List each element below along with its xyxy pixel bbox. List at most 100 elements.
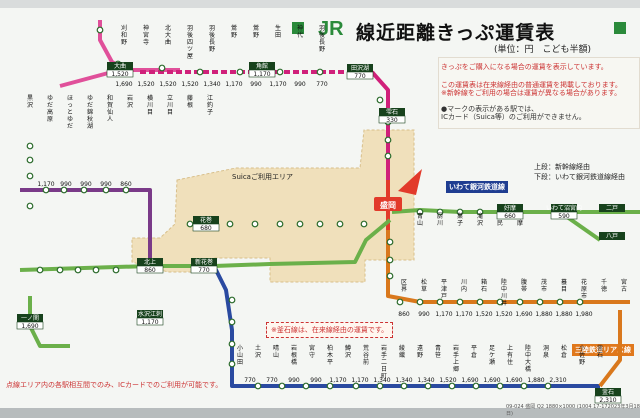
yamada-station-name-char: 目: [561, 286, 567, 293]
left-station-name-char: 川: [147, 102, 153, 109]
left-station-name-char: 横: [147, 94, 153, 102]
bottom-frame: [0, 408, 640, 418]
yamada-station-name: 蟇目: [561, 278, 567, 293]
kamaishi-station-name-char: 郷: [453, 365, 459, 373]
station-dot: [556, 298, 564, 306]
kamaishi-station-name: 小佐野: [579, 344, 585, 366]
station-name-box: [107, 62, 133, 70]
yamada-station-name: 千徳: [601, 278, 607, 293]
ginga-station-name-char: 巣: [457, 212, 463, 220]
station-dot: [36, 266, 44, 274]
station-name-box: [249, 62, 275, 70]
kamaishi-station-name-char: 織: [399, 351, 405, 359]
kamaishi-station-name-char: 土: [255, 344, 261, 352]
kamaishi-station-name-char: 沢: [345, 351, 351, 359]
upper-station-name: 生田: [275, 24, 281, 39]
left-station-name: 立川目: [167, 94, 173, 116]
station-dot: [112, 266, 120, 274]
upper-station-name: 北大曲: [165, 24, 171, 46]
left-station-name-char: 根: [187, 101, 193, 109]
station-box-morioka: 盛岡: [374, 169, 422, 211]
fare-value: 1,690: [21, 323, 38, 330]
suica-area-note: 点線エリア内の各駅相互間でのみ、ICカードでのご利用が可能です。: [6, 381, 223, 389]
station-dot: [228, 318, 236, 326]
ginga-station-name: 厨川: [437, 213, 443, 227]
yamada-station-name-char: 区: [401, 279, 407, 286]
kamaishi-station-name-char: 岩: [291, 344, 297, 352]
yamada-fare: 1,880: [555, 311, 572, 318]
station-dot: [122, 186, 130, 194]
left-station-name-char: 原: [47, 116, 53, 123]
kamaishi-station-name-char: 荒: [363, 344, 369, 352]
left-station-name: 藤根: [187, 94, 193, 109]
yamada-station-name-char: 市: [581, 292, 587, 300]
station-dot: [226, 220, 234, 228]
kamaishi-station-name-char: 小: [237, 344, 243, 352]
fare-value: 590: [558, 213, 570, 220]
station-dot: [416, 208, 424, 216]
unit-note: (単位：円 こども半額): [494, 45, 592, 55]
station-name: 北上: [144, 258, 156, 266]
station-name-box: [137, 310, 163, 318]
kamaishi-station-name-char: 根: [291, 351, 297, 359]
yamada-station-name-char: 茂: [541, 278, 547, 286]
yamada-fare: 990: [418, 311, 430, 318]
kamaishi-station-name-char: 手: [453, 351, 459, 359]
station-name-box: [599, 204, 625, 212]
station-dot: [74, 266, 82, 274]
kamaishi-fare: 990: [310, 377, 322, 384]
upper-station-name-char: 鶯: [253, 24, 259, 32]
kamaishi-station-name: 平倉: [471, 345, 477, 359]
station-name-box: [551, 204, 577, 212]
upper-fare: 1,340: [203, 81, 220, 88]
station-dot: [254, 382, 262, 390]
station-dot: [92, 266, 100, 274]
yamada-fare: 860: [398, 311, 410, 318]
left-fare: 990: [80, 181, 92, 188]
upper-fare: 1,520: [181, 81, 198, 88]
kamaishi-station-name-char: 町: [381, 373, 387, 380]
upper-station-name: 鶯野: [231, 24, 237, 39]
ginga-station-name-char: 沢: [477, 219, 483, 227]
station-dot: [384, 152, 392, 160]
kamaishi-station-name-char: 手: [381, 351, 387, 359]
ginga-station-name-char: 山: [417, 219, 423, 227]
upper-station-name-char: 刈: [121, 24, 127, 32]
yamada-station-name-char: 内: [461, 285, 467, 293]
yamada-station-name-char: 平: [441, 279, 447, 286]
green-square-icon: [614, 22, 626, 34]
kamaishi-station-name-char: 陸: [525, 344, 531, 352]
fare-box: [192, 223, 220, 232]
yamada-station-name-char: 市: [541, 285, 547, 293]
fare-value: 770: [354, 73, 366, 80]
station-name: 好摩: [504, 204, 516, 212]
kamaishi-fare: 1,690: [483, 377, 500, 384]
upper-fare: 1,520: [159, 81, 176, 88]
kamaishi-station-name-char: 石: [597, 352, 603, 359]
station-name: 田沢湖: [351, 64, 369, 72]
left-station-name-char: 賀: [107, 101, 113, 109]
station-box-kakunodate: 角館1,170: [248, 62, 276, 78]
station-dot: [448, 382, 456, 390]
station-dot: [236, 68, 244, 76]
yamada-station-name: 腹帯: [521, 278, 527, 293]
yamada-station-name-char: 箱: [481, 278, 487, 286]
yamada-station-name: 箱石: [481, 278, 487, 293]
left-station-name-char: だ: [47, 102, 53, 109]
note-line: ICカード（Suica等）のご利用ができません。: [441, 113, 586, 121]
fare-value: 770: [198, 267, 210, 274]
ginga-station-name: 青山: [417, 212, 423, 227]
upper-station-name: 神代: [297, 24, 303, 39]
kamaishi-fare: 1,880: [527, 377, 544, 384]
yamada-fare: 1,690: [515, 311, 532, 318]
station-dot: [424, 382, 432, 390]
kamaishi-station-name-char: 岩: [453, 344, 459, 352]
left-station-name: 黒沢: [27, 95, 33, 109]
yamada-station-name: 花原市: [581, 278, 587, 300]
suica-area: [131, 129, 415, 283]
